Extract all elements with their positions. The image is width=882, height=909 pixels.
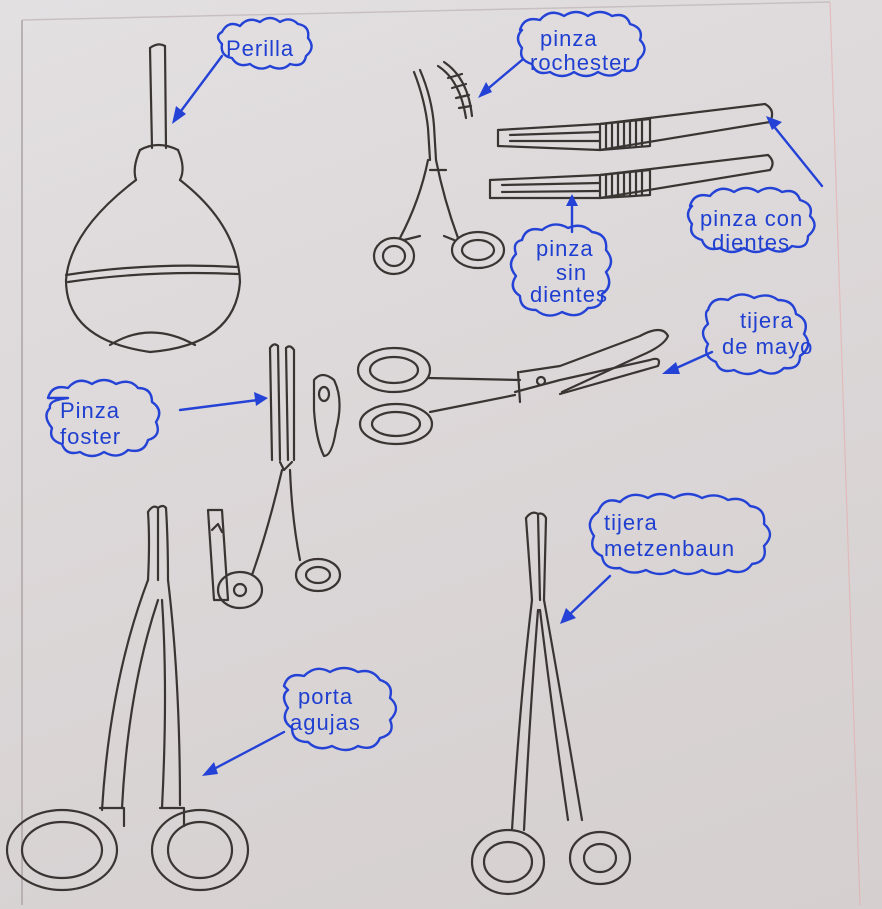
mayo-scissors-drawing bbox=[358, 330, 668, 444]
label-foster-cloud: Pinza foster bbox=[46, 380, 268, 456]
label-mayo-cloud: tijera de mayo bbox=[662, 294, 813, 374]
label-con-dientes-cloud: pinza con dientes bbox=[688, 116, 822, 255]
label-metzenbaum-line2: metzenbaun bbox=[604, 536, 735, 561]
metzenbaum-scissors-drawing bbox=[472, 513, 630, 894]
label-foster-line1: Pinza bbox=[60, 398, 120, 423]
label-porta-agujas-cloud: porta agujas bbox=[202, 668, 396, 776]
foster-forceps-drawing bbox=[208, 344, 340, 608]
label-metzenbaum-line1: tijera bbox=[604, 510, 658, 535]
label-rochester-line2: rochester bbox=[530, 50, 631, 75]
paper-border bbox=[22, 2, 860, 905]
label-sin-dientes-line3: dientes bbox=[530, 282, 608, 307]
label-foster-line2: foster bbox=[60, 424, 121, 449]
label-sin-dientes-line1: pinza bbox=[536, 236, 594, 261]
label-mayo-line2: de mayo bbox=[722, 334, 813, 359]
label-con-dientes-line1: pinza con bbox=[700, 206, 803, 231]
label-sin-dientes-cloud: pinza sin dientes bbox=[511, 194, 611, 316]
label-perilla-cloud: Perilla bbox=[172, 18, 312, 124]
label-metzenbaum-cloud: tijera metzenbaun bbox=[560, 494, 770, 624]
label-con-dientes-line2: dientes bbox=[712, 230, 790, 255]
label-perilla-text: Perilla bbox=[226, 36, 294, 61]
label-rochester-line1: pinza bbox=[540, 26, 598, 51]
label-rochester-cloud: pinza rochester bbox=[478, 12, 645, 98]
forceps-without-teeth-drawing bbox=[490, 155, 773, 198]
forceps-with-teeth-drawing bbox=[498, 104, 772, 150]
bulb-syringe-drawing bbox=[66, 44, 240, 352]
label-porta-line1: porta bbox=[298, 684, 353, 709]
label-mayo-line1: tijera bbox=[740, 308, 794, 333]
label-porta-line2: agujas bbox=[290, 710, 361, 735]
